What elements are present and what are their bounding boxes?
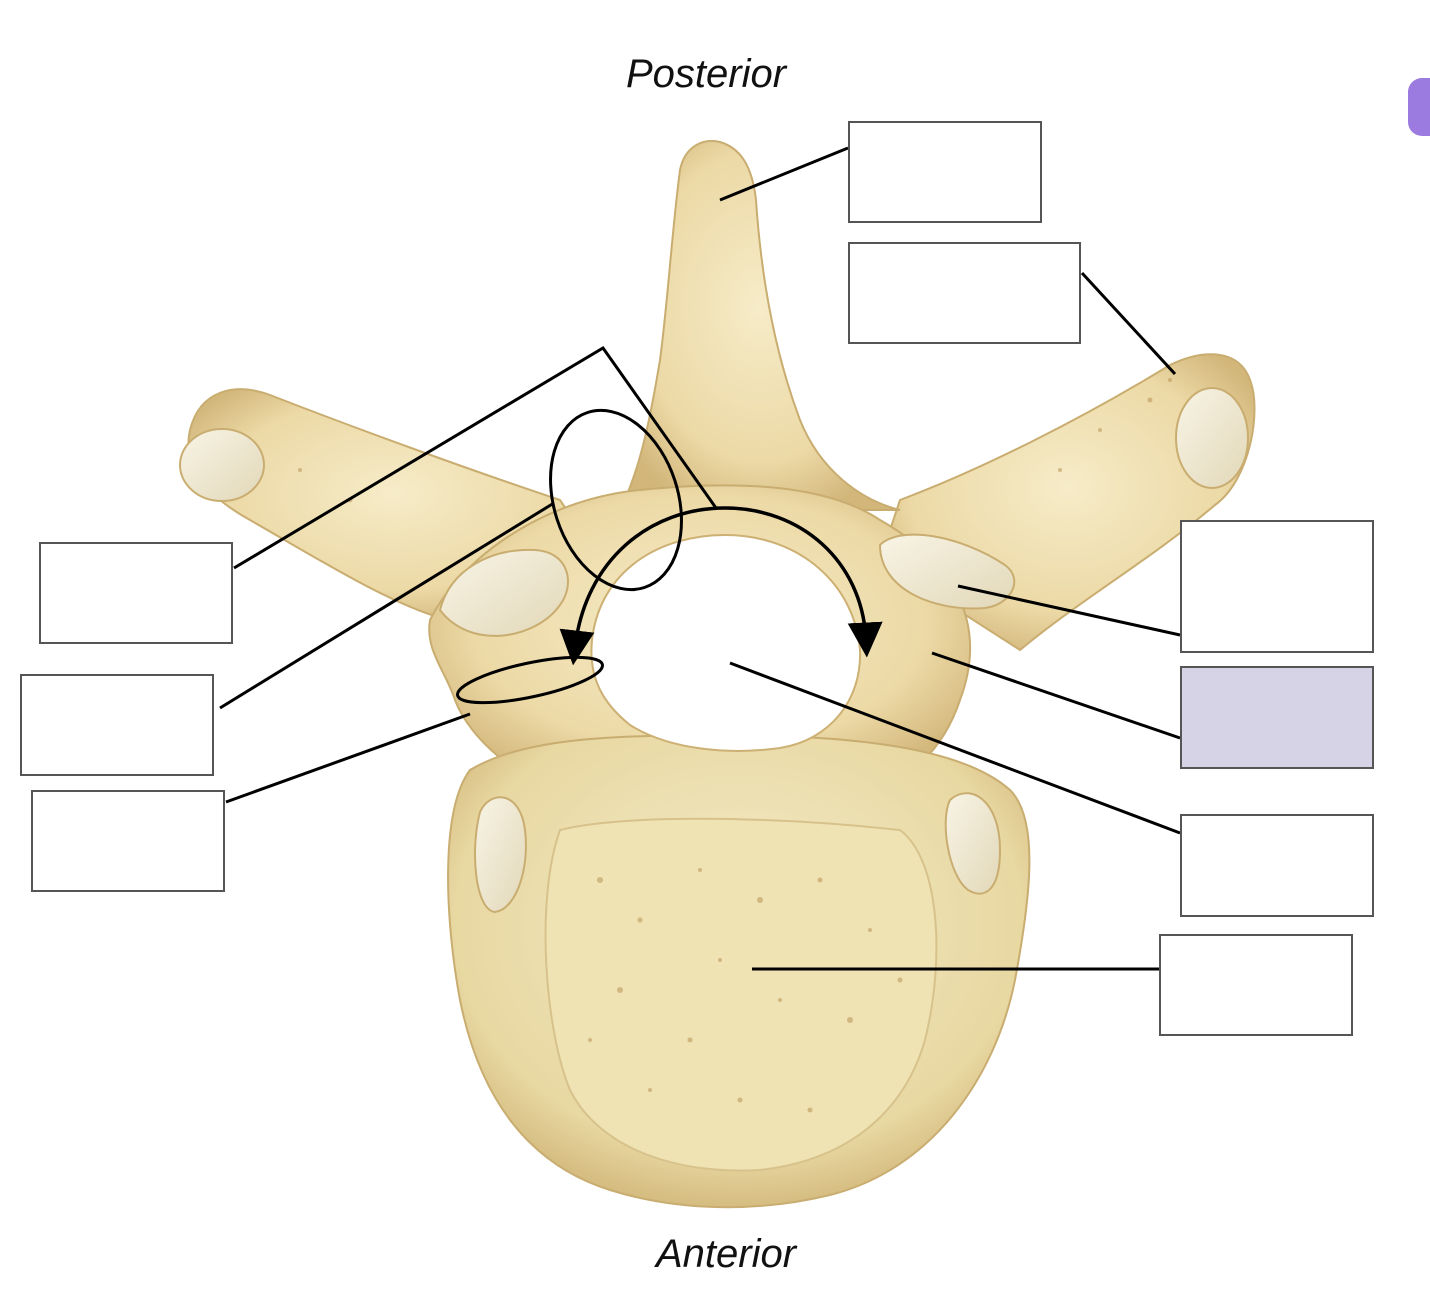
left-costal-facet (474, 796, 527, 914)
leader-transverse-process (1080, 271, 1177, 376)
spinous-process (618, 140, 901, 511)
left-transverse-facet (179, 428, 265, 502)
purple-accent-edge (1408, 78, 1430, 136)
posterior-label: Posterior (626, 52, 787, 96)
vertebral-arch-arrow (559, 506, 883, 666)
label-box-pedicle[interactable] (31, 790, 225, 892)
label-box-superior-articular-facet[interactable] (1180, 520, 1374, 653)
leader-vertebral-foramen (729, 661, 1181, 835)
leader-pedicle (225, 712, 471, 804)
label-box-superior-articular-process[interactable] (1180, 666, 1374, 769)
left-superior-facet (438, 548, 569, 637)
body-spongy-area (544, 817, 938, 1172)
leader-vertebral-arch (233, 346, 718, 570)
label-box-vertebral-foramen[interactable] (1180, 814, 1374, 917)
label-box-transverse-process[interactable] (848, 242, 1081, 344)
leader-superior-articular-facet (957, 584, 1181, 637)
leader-spinous-process (719, 146, 849, 202)
label-box-lamina[interactable] (20, 674, 214, 776)
leader-lines (219, 146, 1181, 971)
label-box-vertebral-body[interactable] (1159, 934, 1353, 1036)
bone-pores (298, 378, 1172, 1113)
leader-superior-articular-process (931, 651, 1181, 740)
label-box-spinous-process[interactable] (848, 121, 1042, 223)
lamina-outline (549, 408, 683, 592)
right-costal-facet (944, 792, 1002, 895)
leader-lamina (219, 501, 555, 710)
label-box-vertebral-arch[interactable] (39, 542, 233, 644)
anterior-label: Anterior (656, 1232, 797, 1276)
right-transverse-facet (1175, 387, 1249, 489)
